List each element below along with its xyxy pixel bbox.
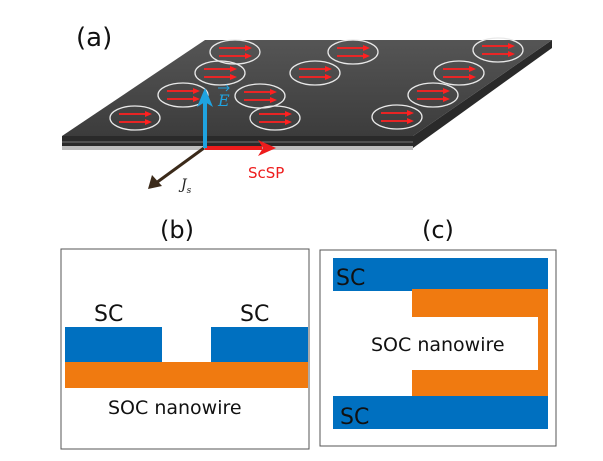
spin-arrow-head [245, 45, 252, 51]
sc-left [65, 327, 162, 363]
vector-scsp: ScSP [205, 140, 284, 182]
panel-b-label: (b) [160, 216, 194, 244]
sc-bottom-label: SC [340, 405, 369, 430]
js-arrow-head [148, 175, 162, 189]
sc-top [333, 258, 548, 291]
nanowire-label: SOC nanowire [108, 397, 242, 419]
sc-top-label: SC [336, 266, 365, 291]
spin-arrow-head [443, 96, 450, 102]
spin-arrow-head [270, 97, 277, 103]
cooper-pair [289, 60, 341, 86]
panel-c-frame [319, 249, 557, 447]
spin-arrow-head [469, 74, 476, 80]
pair-ellipse [249, 105, 301, 131]
cooper-pair [157, 82, 209, 108]
pair-ellipse [407, 82, 459, 108]
pair-ellipse [157, 82, 209, 108]
spin-arrow-head [245, 53, 252, 59]
cooper-pair [327, 39, 379, 65]
cooper-pair [433, 60, 485, 86]
js-label: Js [178, 177, 192, 196]
spin-arrow-head [363, 53, 370, 59]
pair-ellipse [433, 60, 485, 86]
cooper-pair [109, 105, 161, 131]
nanowire-label-c: SOC nanowire [371, 334, 505, 356]
e-arrow-head [197, 88, 213, 107]
spin-arrow-head [407, 118, 414, 124]
pair-ellipse [327, 39, 379, 65]
spin-arrow-head [270, 89, 277, 95]
pair-ellipse [109, 105, 161, 131]
sc-bottom [333, 396, 548, 429]
spin-arrow-head [363, 45, 370, 51]
panel-c-label: (c) [422, 216, 454, 244]
panel-c: (c) SC SC SOC nanowire [319, 216, 557, 447]
pair-ellipse [194, 60, 246, 86]
sc-left-label: SC [94, 302, 123, 327]
spin-arrow-head [407, 110, 414, 116]
panel-a-label: (a) [76, 23, 112, 53]
spin-arrow-head [285, 111, 292, 117]
spin-arrow-head [325, 66, 332, 72]
pair-ellipse [472, 37, 524, 63]
plate-edge [62, 40, 552, 148]
e-vector-bar [218, 84, 230, 92]
spin-arrow-head [145, 119, 152, 125]
spin-arrow-head [193, 88, 200, 94]
soc-nanowire [65, 362, 308, 388]
pair-ellipse [371, 104, 423, 130]
cooper-pair [371, 104, 423, 130]
panel-a: (a) Js ScSP E [62, 23, 552, 196]
scsp-arrow-head [258, 140, 276, 156]
cooper-pair [249, 105, 301, 131]
spin-arrow-head [443, 88, 450, 94]
spin-arrow-head [230, 74, 237, 80]
spin-pairs [109, 37, 524, 131]
sc-right-label: SC [240, 302, 269, 327]
soc-nanowire-c [412, 289, 548, 396]
spin-arrow-head [230, 66, 237, 72]
spin-arrow-head [508, 43, 515, 49]
cooper-pair [407, 82, 459, 108]
js-arrow-shaft [155, 146, 205, 185]
spin-arrow-head [285, 119, 292, 125]
spin-arrow-head [469, 66, 476, 72]
pair-ellipse [289, 60, 341, 86]
panel-b: (b) SC SC SOC nanowire [60, 216, 310, 450]
cooper-pair [472, 37, 524, 63]
sc-right [211, 327, 308, 363]
panel-b-frame [60, 248, 310, 450]
spin-arrow-head [508, 51, 515, 57]
vector-e: E [197, 84, 230, 148]
cooper-pair [194, 60, 246, 86]
spin-arrow-head [325, 74, 332, 80]
vector-js: Js [148, 146, 205, 196]
scsp-label: ScSP [248, 164, 284, 182]
e-label: E [217, 91, 230, 110]
spin-arrow-head [193, 96, 200, 102]
spin-arrow-head [145, 111, 152, 117]
plate [62, 40, 552, 136]
